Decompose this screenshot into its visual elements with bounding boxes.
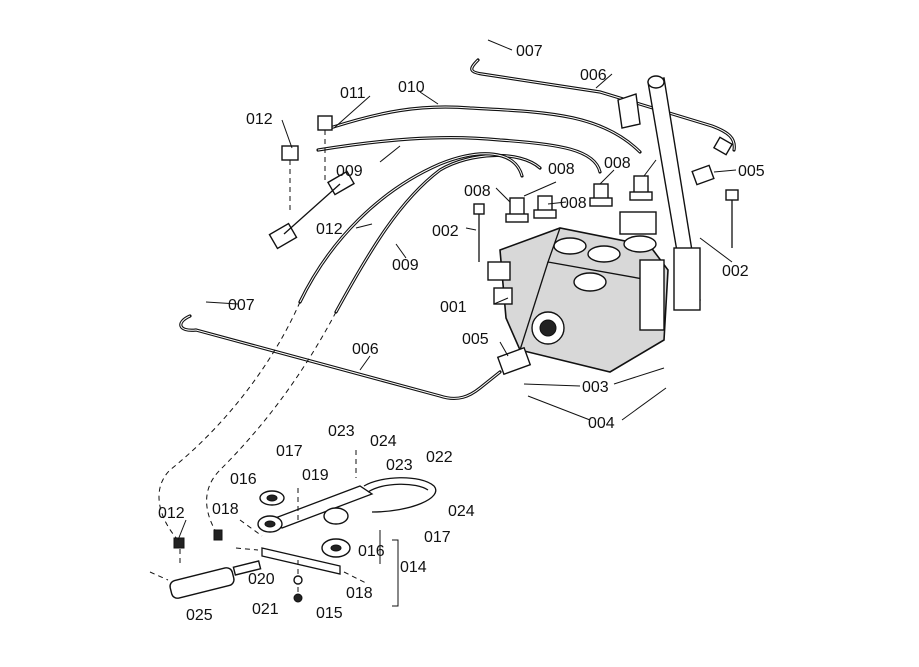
- cylinder-025: [149, 529, 262, 599]
- callout-003: 003: [582, 379, 609, 396]
- cable-013: [298, 152, 524, 304]
- fitting-008-c: [589, 183, 613, 207]
- callout-009-bottom: 009: [392, 257, 419, 274]
- callout-017-right: 017: [424, 529, 451, 546]
- callout-021: 021: [252, 601, 279, 618]
- callout-007-top: 007: [516, 43, 543, 60]
- callout-labels: 007 006 010 011 012 009 008 008 005 008 …: [158, 43, 765, 624]
- callout-016-top: 016: [230, 471, 257, 488]
- cable-route-left: [158, 301, 301, 541]
- callout-022: 022: [426, 449, 453, 466]
- leader-lines: [177, 39, 737, 541]
- callout-001: 001: [440, 299, 467, 316]
- callout-004: 004: [588, 415, 615, 432]
- callout-015: 015: [316, 605, 343, 622]
- cable-006-lower: [179, 314, 502, 401]
- callout-012-bottom: 012: [158, 505, 185, 522]
- callout-008-d: 008: [560, 195, 587, 212]
- fitting-005-upper: [691, 164, 715, 186]
- fitting-008-b: [533, 195, 557, 219]
- callout-018-left: 018: [212, 501, 239, 518]
- callout-012-top: 012: [246, 111, 273, 128]
- callout-007-bottom: 007: [228, 297, 255, 314]
- callout-006-bottom: 006: [352, 341, 379, 358]
- callout-017-top: 017: [276, 443, 303, 460]
- fitting-005-lower: [496, 346, 532, 376]
- fitting-008-d: [629, 175, 653, 201]
- callout-006-top: 006: [580, 67, 607, 84]
- cable-009-lower: [334, 153, 542, 314]
- callout-002-left: 002: [432, 223, 459, 240]
- callout-019: 019: [302, 467, 329, 484]
- callout-011: 011: [340, 85, 366, 102]
- callout-008-b: 008: [604, 155, 631, 172]
- cable-009-upper: [316, 136, 602, 174]
- callout-008-c: 008: [464, 183, 491, 200]
- callout-010: 010: [398, 79, 425, 96]
- callout-002-right: 002: [722, 263, 749, 280]
- callout-025: 025: [186, 607, 213, 624]
- bolt-002-left: [473, 203, 485, 262]
- callout-013: 012: [316, 221, 343, 238]
- callout-023-top: 023: [328, 423, 355, 440]
- callout-014: 014: [400, 559, 427, 576]
- callout-005-bottom: 005: [462, 331, 489, 348]
- clamp-011-012: [268, 115, 355, 250]
- callout-024-right: 024: [448, 503, 475, 520]
- bolt-002-right: [725, 189, 739, 248]
- cable-006-upper: [470, 58, 736, 156]
- control-lever: [617, 75, 701, 331]
- fitting-008-a: [505, 197, 529, 223]
- callout-005-top: 005: [738, 163, 765, 180]
- callout-009-top: 009: [336, 163, 363, 180]
- callout-023-mid: 023: [386, 457, 413, 474]
- callout-016-right: 016: [358, 543, 385, 560]
- callout-008-a: 008: [548, 161, 575, 178]
- callout-020: 020: [248, 571, 275, 588]
- cable-route-right: [206, 311, 337, 536]
- cable-010: [328, 105, 642, 154]
- callout-024-top: 024: [370, 433, 397, 450]
- control-valve-body: [487, 211, 669, 373]
- callout-018-right: 018: [346, 585, 373, 602]
- linkage-assembly: [235, 450, 437, 607]
